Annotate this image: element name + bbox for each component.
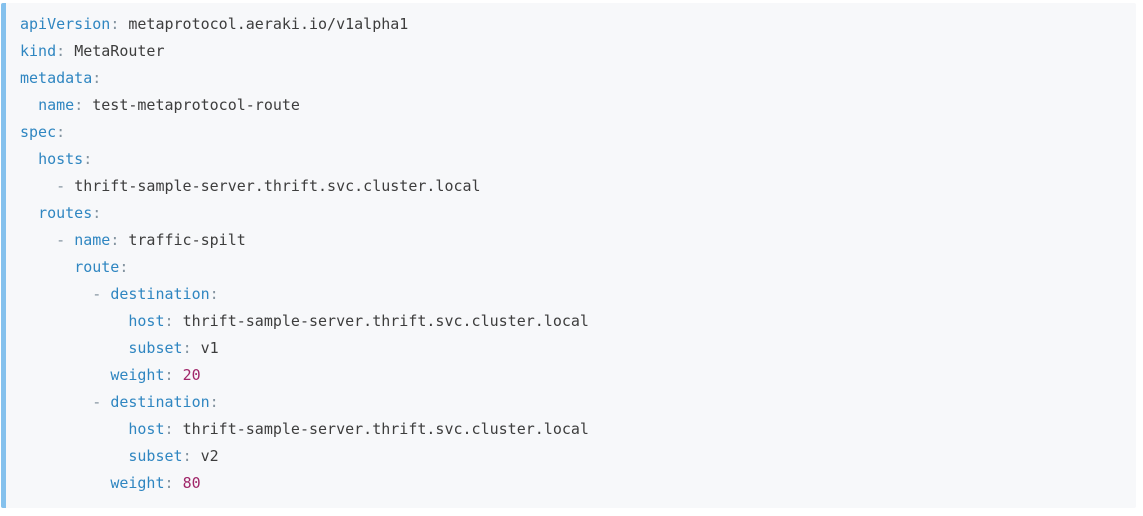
- code-line: - destination:: [92, 285, 219, 303]
- yaml-code-block: apiVersion: metaprotocol.aeraki.io/v1alp…: [1, 3, 1136, 508]
- code-line: subset: v1: [128, 339, 219, 357]
- code-line: host: thrift-sample-server.thrift.svc.cl…: [128, 312, 589, 330]
- code-line: apiVersion: metaprotocol.aeraki.io/v1alp…: [20, 15, 409, 33]
- code-line: weight: 20: [110, 366, 201, 384]
- code-line: metadata:: [20, 69, 102, 87]
- code-line: spec:: [20, 123, 66, 141]
- code-line: route:: [74, 258, 129, 276]
- code-line: kind: MetaRouter: [20, 42, 165, 60]
- code-line: - destination:: [92, 393, 219, 411]
- code-line: - thrift-sample-server.thrift.svc.cluste…: [56, 177, 481, 195]
- code-line: hosts:: [38, 150, 93, 168]
- code-line: subset: v2: [128, 447, 219, 465]
- code-line: weight: 80: [110, 474, 201, 492]
- code-line: name: test-metaprotocol-route: [38, 96, 300, 114]
- code-content: apiVersion: metaprotocol.aeraki.io/v1alp…: [20, 11, 1126, 497]
- code-line: routes:: [38, 204, 102, 222]
- code-line: - name: traffic-spilt: [56, 231, 246, 249]
- code-line: host: thrift-sample-server.thrift.svc.cl…: [128, 420, 589, 438]
